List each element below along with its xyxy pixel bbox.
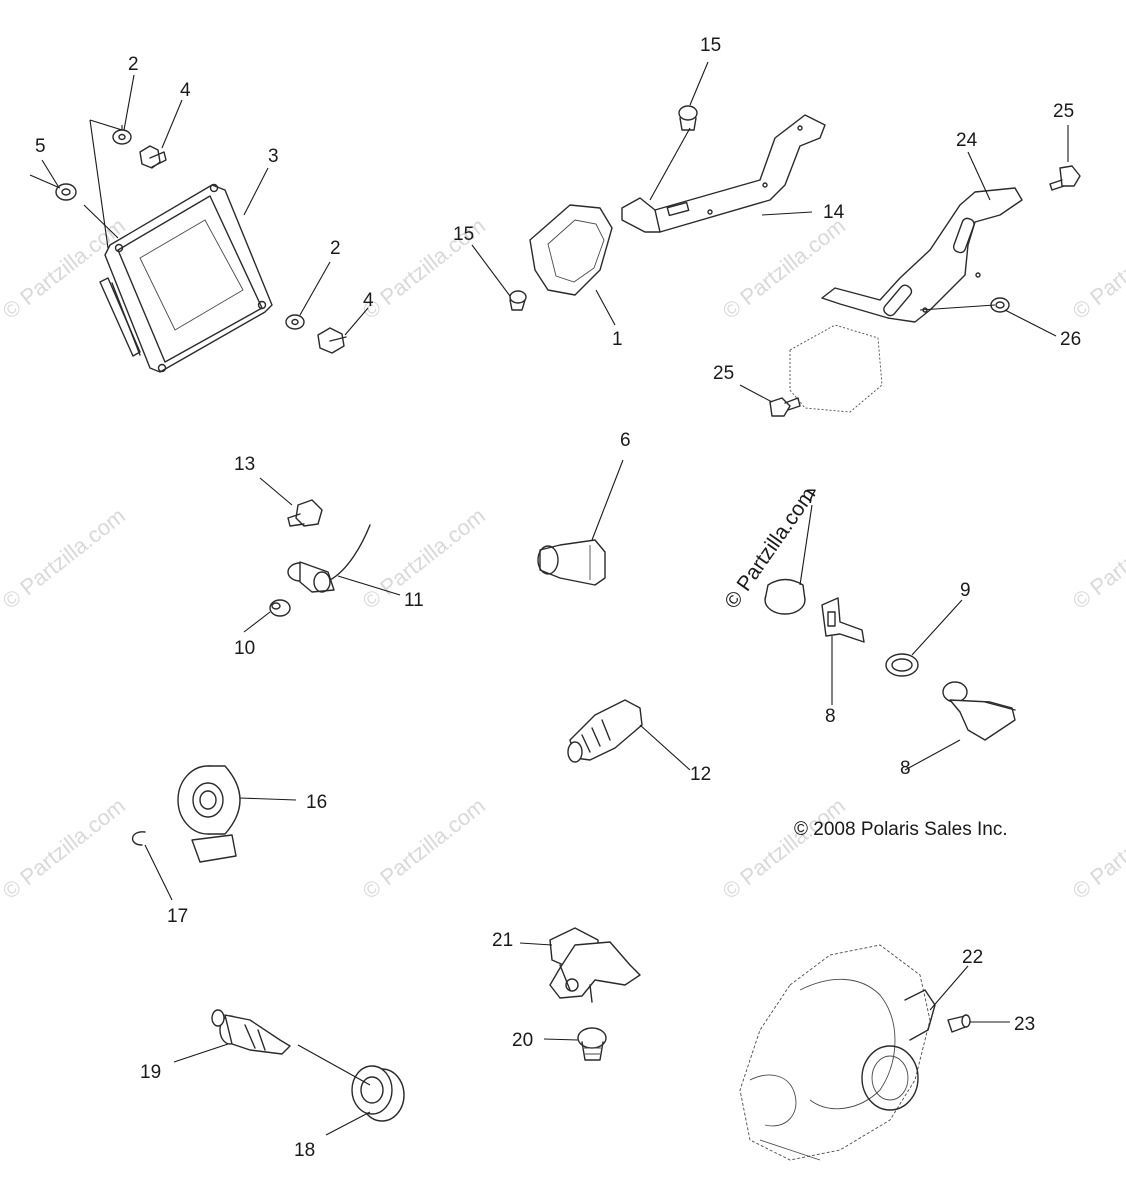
leader-lines bbox=[29, 61, 1069, 1136]
part-module-ghost bbox=[789, 324, 883, 413]
part-screw-15-top bbox=[678, 105, 698, 131]
callout-22: 22 bbox=[962, 947, 983, 968]
callout-21: 21 bbox=[492, 930, 513, 951]
callout-15: 15 bbox=[453, 224, 474, 245]
callout-14: 14 bbox=[823, 202, 845, 223]
part-washer-right bbox=[285, 314, 305, 330]
part-boot-18 bbox=[351, 1065, 405, 1122]
callout-19: 19 bbox=[140, 1062, 161, 1083]
part-grommet bbox=[55, 183, 77, 201]
callout-13: 13 bbox=[234, 454, 255, 475]
callout-7: 7 bbox=[806, 487, 817, 508]
callout-9: 9 bbox=[960, 580, 971, 601]
part-screw-right bbox=[317, 327, 347, 354]
callout-4: 4 bbox=[363, 290, 374, 311]
callout-23: 23 bbox=[1014, 1014, 1035, 1035]
part-oring-20 bbox=[577, 1027, 607, 1061]
watermark: © Partzilla.com bbox=[0, 793, 130, 904]
callout-25: 25 bbox=[1053, 101, 1074, 122]
callout-5: 5 bbox=[35, 136, 46, 157]
watermark: © Partzilla.com bbox=[0, 503, 130, 614]
watermark: © Partzilla.com bbox=[1068, 793, 1126, 904]
part-nut-26 bbox=[990, 297, 1010, 313]
watermark: © Partzilla.com bbox=[358, 793, 490, 904]
callout-12: 12 bbox=[690, 764, 711, 785]
watermark: © Partzilla.com bbox=[718, 793, 850, 904]
callout-1: 1 bbox=[612, 329, 623, 350]
callout-20: 20 bbox=[512, 1030, 533, 1051]
callout-26: 26 bbox=[1060, 329, 1081, 350]
part-throttle-body bbox=[739, 944, 936, 1161]
part-oring-10 bbox=[269, 599, 291, 617]
callout-3: 3 bbox=[268, 146, 279, 167]
part-ring-9 bbox=[885, 653, 919, 677]
part-cap-7 bbox=[764, 578, 806, 615]
part-sensor-12 bbox=[567, 699, 643, 763]
callout-4: 4 bbox=[180, 80, 191, 101]
part-ecu-module bbox=[99, 183, 273, 373]
watermark: © Partzilla.com bbox=[718, 213, 850, 324]
part-sensor-19 bbox=[211, 1009, 291, 1055]
part-screw-23 bbox=[947, 1014, 971, 1033]
part-module-1 bbox=[529, 204, 613, 296]
part-bracket-24 bbox=[821, 187, 1023, 323]
callout-8: 8 bbox=[900, 758, 911, 779]
callout-24: 24 bbox=[956, 130, 978, 151]
part-sensor-11 bbox=[287, 524, 371, 593]
callout-10: 10 bbox=[234, 638, 255, 659]
watermark: © Partzilla.com bbox=[1068, 503, 1126, 614]
callout-labels: 1 2 2 3 4 4 5 6 7 8 8 9 10 11 12 13 14 1… bbox=[35, 35, 1081, 1161]
part-screw-25-bottom bbox=[769, 397, 801, 417]
callout-17: 17 bbox=[167, 906, 188, 927]
part-washer-top bbox=[112, 129, 132, 145]
part-sensor-8 bbox=[942, 681, 1016, 741]
callout-2: 2 bbox=[128, 54, 139, 75]
part-bracket-14 bbox=[621, 114, 826, 233]
part-bolt-13 bbox=[287, 499, 323, 527]
part-map-sensor-21 bbox=[549, 927, 641, 1003]
part-screw-top bbox=[139, 145, 167, 169]
callout-2: 2 bbox=[330, 238, 341, 259]
callout-25: 25 bbox=[713, 363, 734, 384]
copyright-notice: © 2008 Polaris Sales Inc. bbox=[794, 819, 1008, 840]
watermark: © Partzilla.com bbox=[358, 503, 490, 614]
watermark: © Partzilla.com bbox=[1068, 213, 1126, 324]
callout-6: 6 bbox=[620, 430, 631, 451]
callout-18: 18 bbox=[294, 1140, 315, 1161]
part-screw-25-top bbox=[1049, 165, 1081, 191]
part-clip-17 bbox=[131, 831, 146, 846]
part-bracket-8-clip bbox=[821, 597, 865, 643]
part-knock-sensor bbox=[177, 765, 241, 863]
part-screw-15-left bbox=[509, 290, 527, 311]
part-sensor-6 bbox=[537, 539, 606, 586]
callout-16: 16 bbox=[306, 792, 327, 813]
callout-11: 11 bbox=[404, 590, 424, 611]
callout-8: 8 bbox=[825, 706, 836, 727]
callout-15: 15 bbox=[700, 35, 721, 56]
